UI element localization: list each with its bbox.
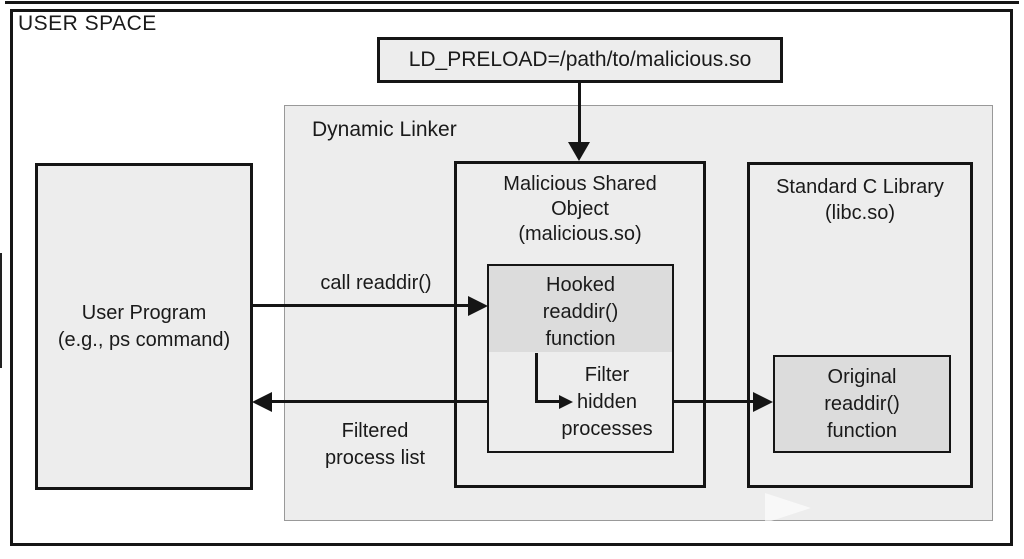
call-arrowhead-icon [468, 296, 488, 316]
malicious-object-file: (malicious.so) [518, 223, 642, 245]
malicious-object-name: Malicious Shared Object [503, 173, 657, 220]
libc-name: Standard C Library [776, 176, 944, 198]
left-edge-artifact [0, 253, 2, 368]
top-edge-artifact [5, 1, 1019, 4]
filter-arrowhead-icon [559, 395, 573, 409]
call-label: call readdir() [320, 272, 432, 294]
return-arrow-line [270, 400, 487, 403]
return-arrowhead-icon [252, 392, 272, 412]
user-program-box: User Program (e.g., ps command) [35, 163, 253, 490]
filter-elbow-hline [535, 400, 561, 403]
user-space-label: USER SPACE [18, 12, 157, 35]
filter-elbow-vline [535, 353, 538, 403]
return-label: Filtered process list [324, 420, 426, 469]
watermark-triangle [765, 493, 811, 523]
ld-preload-box: LD_PRELOAD=/path/to/malicious.so [377, 37, 783, 83]
original-function-text: Original readdir() function [824, 365, 900, 442]
libc-title: Standard C Library (libc.so) [750, 165, 970, 226]
malicious-object-title: Malicious Shared Object (malicious.so) [457, 164, 703, 247]
ld-preload-arrow-line [578, 83, 581, 144]
dynamic-linker-label: Dynamic Linker [312, 118, 457, 141]
filter-note: Filter hidden processes [561, 364, 653, 440]
delegate-arrow-line [674, 400, 755, 403]
hooked-function-text: Hooked readdir() function [542, 274, 619, 350]
ld-preload-arrowhead-icon [568, 142, 590, 161]
original-function-box: Original readdir() function [773, 355, 951, 453]
ld-preload-text: LD_PRELOAD=/path/to/malicious.so [408, 48, 752, 71]
hooked-function-box: Hooked readdir() function [487, 264, 674, 453]
call-arrow-line [252, 304, 470, 307]
delegate-arrowhead-icon [753, 392, 773, 412]
hooked-function-header: Hooked readdir() function [489, 266, 672, 352]
libc-file: (libc.so) [824, 202, 895, 224]
user-program-example: (e.g., ps command) [57, 328, 231, 351]
user-program-name: User Program [81, 301, 207, 324]
